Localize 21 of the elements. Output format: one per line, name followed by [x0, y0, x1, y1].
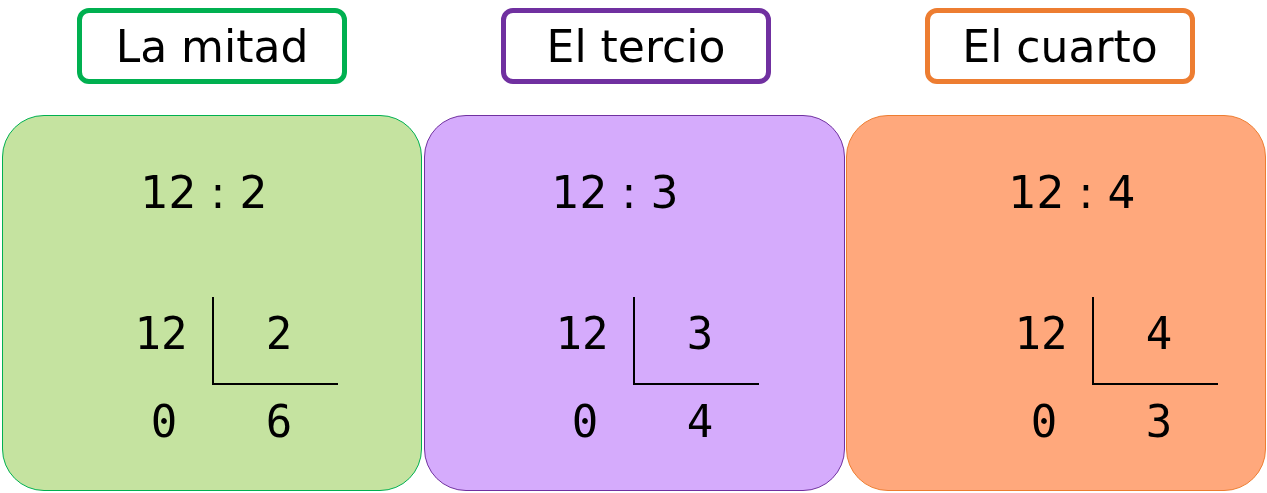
divisor: 2 [265, 309, 293, 359]
division-card [846, 115, 1266, 491]
title-label: El tercio [501, 8, 771, 84]
division-card [2, 115, 422, 491]
remainder: 0 [1030, 397, 1058, 447]
divisor: 4 [1145, 309, 1173, 359]
title-label: El cuarto [925, 8, 1195, 84]
quotient: 3 [1145, 397, 1173, 447]
dividend: 12 [134, 309, 188, 359]
quotient: 6 [265, 397, 293, 447]
division-expression: 12 : 3 [551, 168, 679, 218]
divisor: 3 [686, 309, 714, 359]
remainder: 0 [150, 397, 178, 447]
division-expression: 12 : 2 [140, 168, 268, 218]
quotient: 4 [686, 397, 714, 447]
division-card [424, 115, 845, 491]
dividend: 12 [555, 309, 609, 359]
remainder: 0 [571, 397, 599, 447]
division-expression: 12 : 4 [1008, 168, 1136, 218]
dividend: 12 [1014, 309, 1068, 359]
title-label: La mitad [77, 8, 347, 84]
